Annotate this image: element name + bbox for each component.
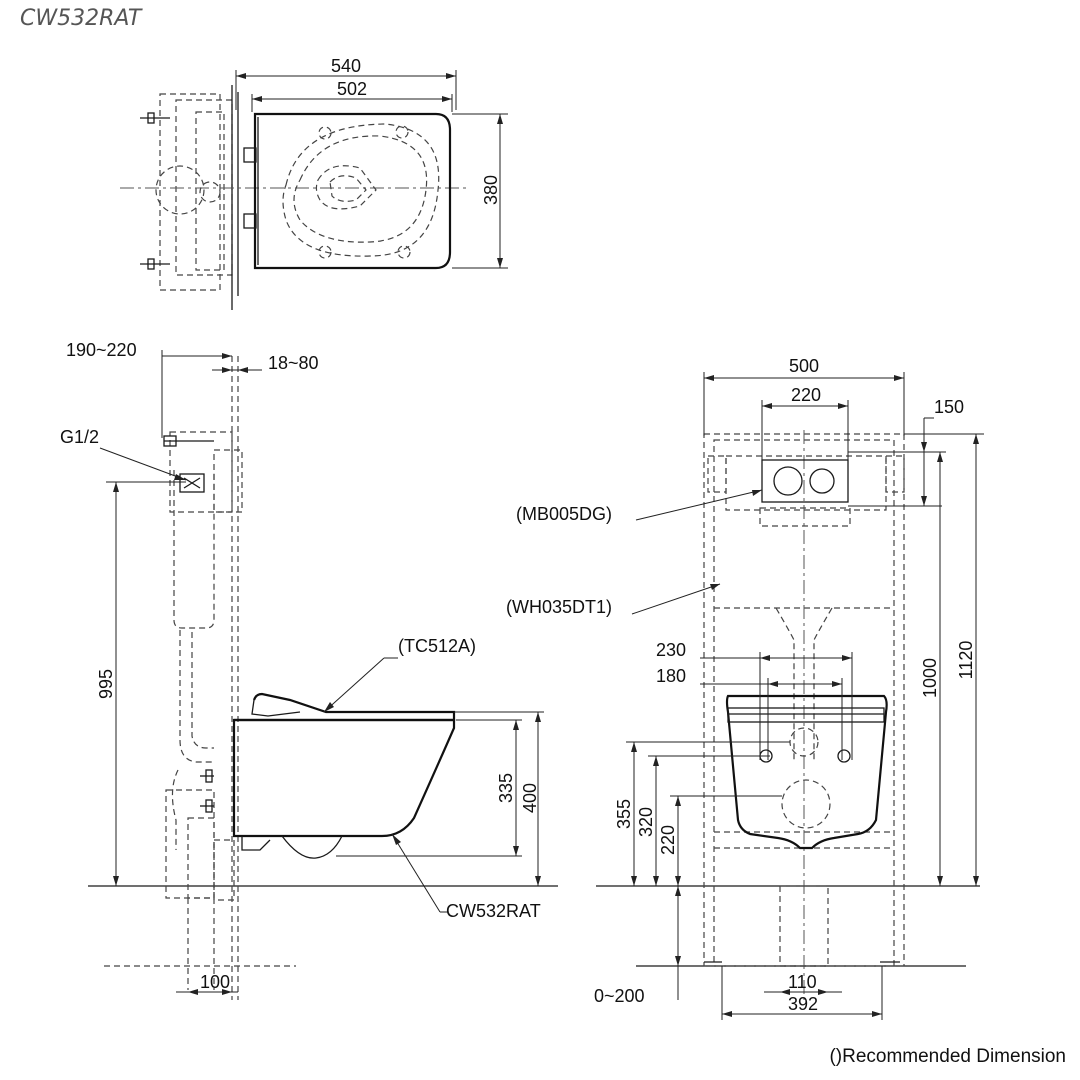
dim-seat-width: 502: [337, 79, 367, 99]
recommended-dimension-note: ()Recommended Dimension: [829, 1046, 1066, 1067]
dim-overall-width: 540: [331, 56, 361, 76]
dim-frame-gap: 18~80: [268, 353, 319, 373]
label-flush-button: (MB005DG): [516, 504, 612, 524]
dim-seat-height: 400: [520, 783, 540, 813]
dim-total-height: 1120: [956, 641, 976, 680]
dim-rim-height: 355: [614, 799, 634, 829]
dim-mount-height: 320: [636, 807, 656, 837]
dim-inlet-height: 995: [96, 669, 116, 699]
dim-plate-width: 220: [791, 385, 821, 405]
label-water-connection: G1/2: [60, 427, 99, 447]
front-view: 500 220 150 (MB005DG) (WH035DT1) 230: [506, 356, 984, 1020]
label-frame-model: (WH035DT1): [506, 597, 612, 617]
dim-bolt-outer: 230: [656, 640, 686, 660]
dim-frame-height: 1000: [920, 658, 940, 698]
dim-drain-offset: 100: [200, 972, 230, 992]
dim-drain-height: 220: [658, 825, 678, 855]
dim-wall-offset: 190~220: [66, 340, 137, 360]
dim-floor-adjust: 0~200: [594, 986, 645, 1006]
dim-bolt-inner: 180: [656, 666, 686, 686]
dim-plate-drop: 150: [934, 397, 964, 417]
dim-frame-width: 500: [789, 356, 819, 376]
bolt-icon: [140, 112, 170, 270]
dim-depth: 380: [481, 175, 501, 205]
label-seat-model: (TC512A): [398, 636, 476, 656]
label-bowl-model: CW532RAT: [446, 901, 541, 921]
dim-feet-outer: 392: [788, 994, 818, 1014]
top-view: 540 502 380: [120, 56, 508, 310]
dim-feet-inner: 110: [788, 972, 817, 992]
side-view: 190~220 18~80 G1/2 995 (TC512A) CW532RAT…: [60, 340, 558, 1000]
model-title: CW532RAT: [20, 6, 142, 31]
dim-bowl-height: 335: [496, 773, 516, 803]
